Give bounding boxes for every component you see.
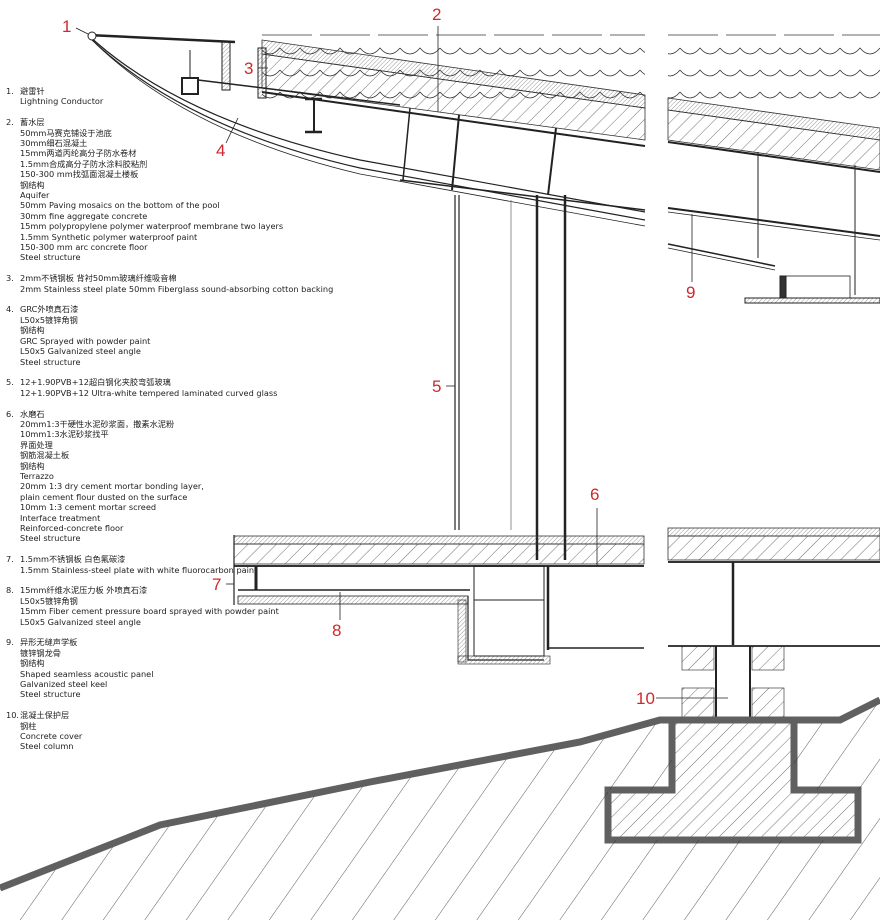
legend-item-text: 钢结构 [20,658,45,669]
callout-7: 7 [212,575,222,594]
legend-item-text: 避雷针 [20,86,45,96]
legend-item-text: 混凝土保护层 [20,710,70,721]
legend-item-text: 15mm polypropylene polymer waterproof me… [20,221,284,232]
legend-item-text: 异形无缝声学板 [20,637,78,648]
legend-item-text: L50x5 Galvanized steel angle [20,616,141,627]
legend-item-text: 2mm不锈钢板 背衬50mm玻璃纤维吸音棉 [20,273,177,284]
legend-item-text: 1.5mm不锈钢板 白色氟碳漆 [20,554,126,565]
legend-item-text: 150-300 mm找弧面混凝土楼板 [20,169,139,180]
legend-item-text: L50x5镀锌角钢 [20,314,78,325]
roof-slab [261,39,880,173]
legend-item-number: 6. [6,408,14,419]
legend-item-text: Steel structure [20,356,81,367]
legend-item-text: 150-300 mm arc concrete floor [20,242,148,253]
callout-8: 8 [332,621,342,640]
legend-item-number: 5. [6,377,14,388]
legend-item-text: Aquifer [20,190,50,201]
legend-item-text: Interface treatment [20,512,101,523]
legend-item-text: 界面处理 [20,439,53,450]
legend-item-text: 30mm fine aggregate concrete [20,210,148,221]
legend-item-text: 20mm 1:3 dry cement mortar bonding layer… [20,481,204,492]
legend-item-number: 2. [6,117,14,128]
callout-2: 2 [432,5,442,24]
callout-1: 1 [62,17,72,36]
legend-item-text: 10mm1:3水泥砂浆找平 [20,429,109,440]
legend-item-text: Reinforced-concrete floor [20,522,124,533]
legend-item-text: 50mm马赛克铺设于池底 [20,127,112,138]
legend-item-text: 2mm Stainless steel plate 50mm Fiberglas… [20,283,334,294]
legend-item-number: 1. [6,86,14,96]
legend-item-text: 12+1.90PVB+12超白钢化夹胶弯弧玻璃 [20,377,171,388]
legend-item-number: 10. [6,710,20,721]
leader-lines [75,26,728,699]
legend-item-text: Steel structure [20,252,81,263]
legend-item-number: 4. [6,304,14,315]
callout-10: 10 [636,689,655,708]
callout-3: 3 [244,59,254,78]
legend-item-text: L50x5镀锌角钢 [20,595,78,606]
legend-item-number: 8. [6,585,14,596]
legend-item-number: 9. [6,637,14,648]
ground-slope [0,696,880,920]
legend-item-text: 15mm纤维水泥压力板 外喷真石漆 [20,585,148,596]
legend-item-text: 15mm Fiber cement pressure board sprayed… [20,606,279,617]
glass-wall-and-columns [454,195,567,560]
legend-item-text: GRC外喷真石漆 [20,304,79,315]
legend-item-text: Shaped seamless acoustic panel [20,668,154,679]
soffit-box [233,535,644,665]
callout-4: 4 [216,141,226,160]
legend-item-text: Terrazzo [20,470,54,481]
legend-item-text: GRC Sprayed with powder paint [20,335,151,346]
callout-6: 6 [590,485,600,504]
legend-item-text: Steel structure [20,533,81,544]
legend-item-text: 钢结构 [20,325,45,336]
legend-item-text: 蓄水层 [20,117,45,128]
legend-item-number: 7. [6,554,14,565]
legend-item-text: 钢柱 [20,720,37,731]
legend-item-text: 1.5mm Stainless-steel plate with white f… [20,564,258,575]
legend-item-text: Lightning Conductor [20,96,104,107]
callout-9: 9 [686,283,696,302]
legend-item-text: 镀锌钢龙骨 [20,647,61,658]
legend-item-text: 钢结构 [20,460,45,471]
floor-slab [233,527,880,567]
legend-item-text: 50mm Paving mosaics on the bottom of the… [20,200,220,211]
legend-item-text: L50x5 Galvanized steel angle [20,346,141,357]
legend-item-text: 钢筋混凝土板 [20,450,70,461]
legend-item-text: Concrete cover [20,731,83,742]
legend-item-text: Steel column [20,741,74,752]
callout-5: 5 [432,377,442,396]
legend-item-text: 30mm细石混凝土 [20,138,88,149]
legend-item-text: 1.5mm Synthetic polymer waterproof paint [20,231,198,242]
legend-item-text: 12+1.90PVB+12 Ultra-white tempered lamin… [20,387,278,398]
legend-item-text: 10mm 1:3 cement mortar screed [20,502,157,513]
legend-item-text: 水磨石 [20,408,45,419]
steel-column-right [668,562,880,722]
legend-item-number: 3. [6,273,14,284]
legend-item-text: 1.5mm合成高分子防水涂料胶粘剂 [20,158,148,169]
acoustic-ceiling [667,152,880,304]
legend-item-text: 15mm两道丙纶高分子防水卷材 [20,148,137,159]
legend-item-text: Steel structure [20,689,81,700]
legend-item-text: Galvanized steel keel [20,679,108,690]
legend-item-text: plain cement flour dusted on the surface [20,491,188,502]
cantilever-edge [87,31,646,227]
legend-item-text: 20mm1:3干硬性水泥砂浆面，撒素水泥粉 [20,418,175,429]
legend-item-text: 钢结构 [20,179,45,190]
